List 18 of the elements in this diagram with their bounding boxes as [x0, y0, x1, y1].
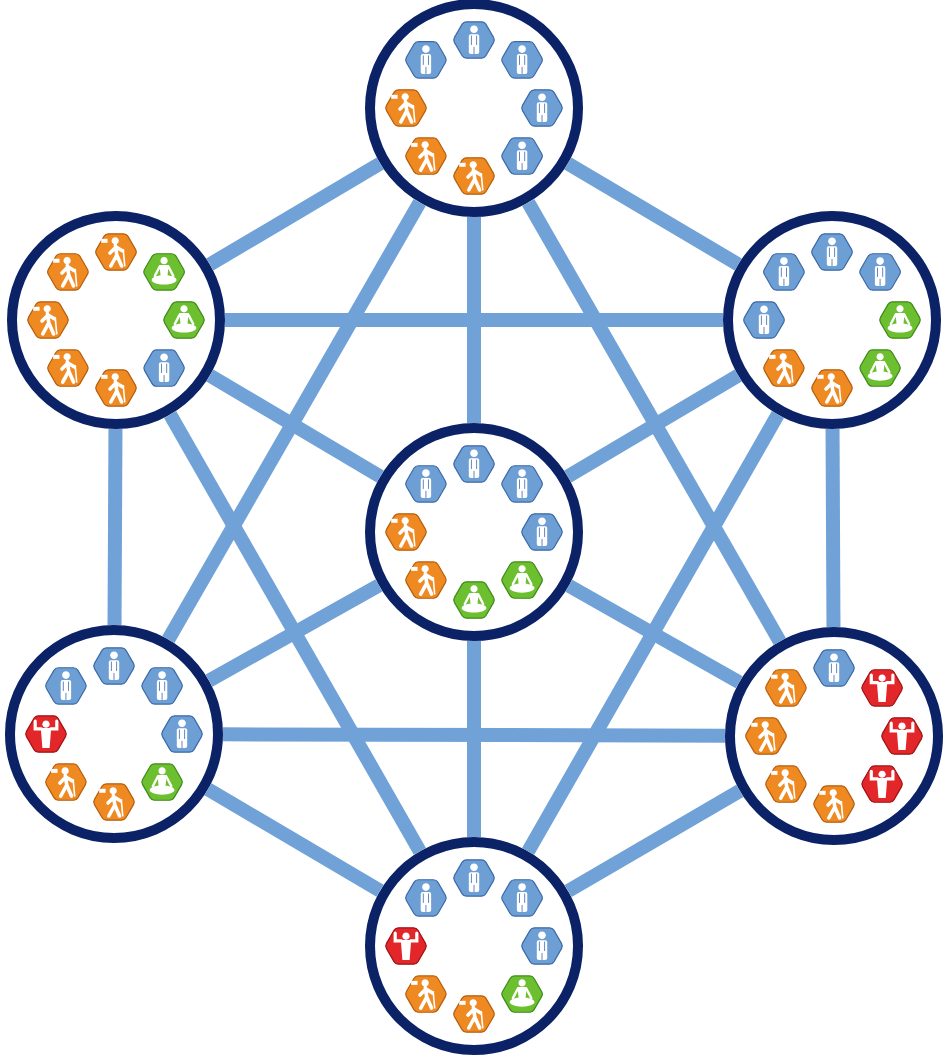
connector-line	[162, 198, 426, 643]
connector-line	[564, 157, 742, 271]
connector-line	[204, 783, 384, 897]
connector-line	[206, 369, 384, 483]
connector-line	[522, 199, 786, 645]
connector-line	[225, 313, 723, 327]
connector-line	[467, 641, 481, 837]
connector-line	[565, 579, 743, 689]
connector-line	[564, 369, 742, 483]
connector-line	[564, 784, 744, 898]
connector-line	[825, 428, 841, 628]
connector-line	[107, 428, 123, 626]
connector-line	[164, 411, 426, 855]
connector-line	[206, 157, 384, 271]
connector-line	[222, 727, 726, 743]
connector-line	[522, 411, 784, 855]
connector-line	[467, 217, 481, 423]
connector-line	[205, 579, 383, 687]
